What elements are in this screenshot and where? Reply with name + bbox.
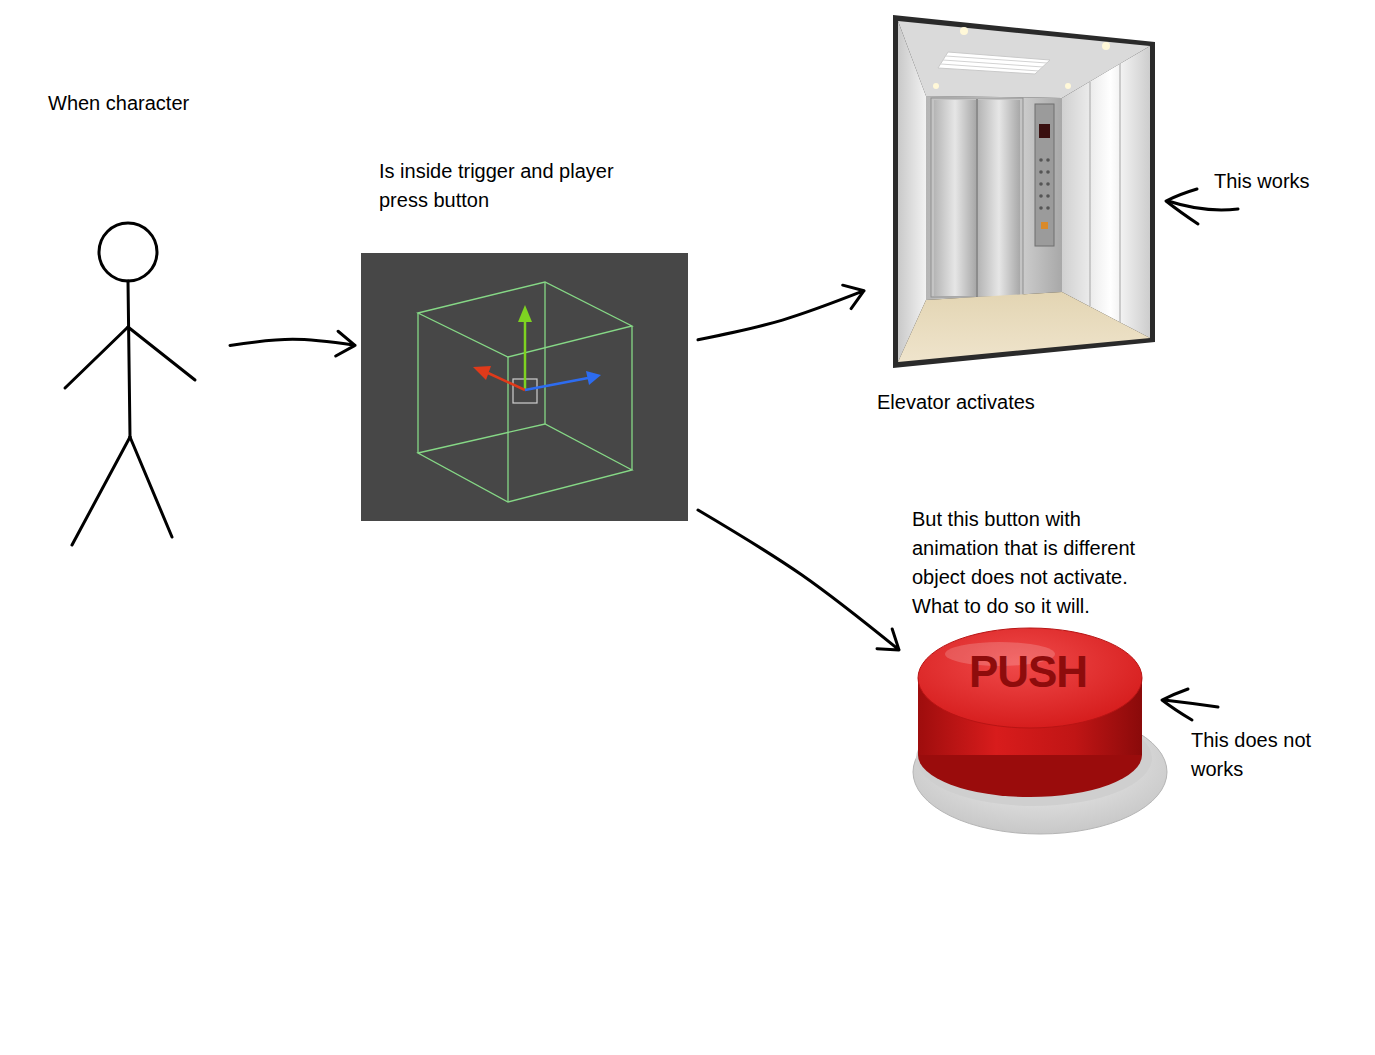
elevator-picture (1102, 42, 1110, 50)
elevator: Elevator activates (870, 10, 1164, 421)
leader-arrow (1166, 189, 1238, 224)
hand-drawn-arrow (698, 510, 899, 650)
elevator-picture (976, 99, 978, 297)
elevator-picture (1062, 46, 1150, 338)
heading-text: Is inside trigger and player press butto… (379, 157, 659, 215)
leader-arrow (1162, 689, 1218, 720)
elevator-picture (1065, 83, 1071, 89)
trigger-box (361, 253, 688, 521)
elevator-picture (1039, 170, 1043, 174)
elevator-picture (938, 52, 1050, 74)
stick-figure (130, 437, 172, 537)
trigger-box (473, 366, 491, 380)
trigger-box (418, 424, 632, 502)
character-figure: When character (40, 85, 224, 550)
trigger-box (361, 253, 688, 521)
stick-figure (128, 281, 130, 437)
leader-arrow (1166, 189, 1198, 224)
elevator-picture (1046, 170, 1050, 174)
elevator-picture (1039, 182, 1043, 186)
stick-figure (128, 327, 195, 380)
note-text: This works (1214, 167, 1364, 196)
caption-text: Elevator activates (877, 388, 1147, 417)
trigger-box (525, 378, 588, 390)
heading-text: But this button with animation that is d… (912, 505, 1164, 621)
elevator-picture (960, 27, 968, 35)
elevator-picture (1046, 158, 1050, 162)
elevator-picture (1046, 182, 1050, 186)
elevator-picture (1090, 64, 1120, 322)
elevator-picture (941, 56, 1047, 71)
elevator-picture (1039, 158, 1043, 162)
trigger-box (586, 371, 601, 385)
hand-drawn-arrow (230, 331, 355, 356)
elevator-picture (1035, 104, 1054, 246)
elevator-picture (1039, 194, 1043, 198)
trigger-box (524, 320, 527, 390)
elevator-picture (933, 83, 939, 89)
elevator-picture (1039, 124, 1050, 138)
trigger-box (518, 305, 532, 322)
trigger-box (418, 282, 632, 502)
hand-drawn-arrow (698, 285, 864, 340)
elevator-picture (893, 15, 1155, 368)
note-text: This does not works (1191, 726, 1331, 784)
leader-arrow (1162, 689, 1192, 720)
trigger-box (418, 282, 632, 502)
elevator-picture (898, 292, 1150, 362)
elevator-picture (1039, 206, 1043, 210)
heading-text: When character (48, 89, 218, 118)
trigger-zone: Is inside trigger and player press butto… (361, 155, 692, 521)
elevator-picture (1046, 194, 1050, 198)
elevator-picture (1039, 158, 1050, 210)
elevator-picture (893, 15, 1155, 368)
elevator-picture (978, 100, 1020, 296)
stick-figure (65, 327, 128, 388)
stick-figure (65, 223, 195, 545)
stick-figure (99, 223, 157, 281)
elevator-picture (1046, 206, 1050, 210)
trigger-box (488, 373, 525, 390)
push-button: But this button with animation that is d… (905, 505, 1179, 850)
elevator-picture (926, 96, 1062, 300)
elevator-picture (1041, 222, 1048, 229)
elevator-picture (931, 98, 1023, 297)
elevator-picture (934, 100, 976, 296)
button-label: PUSH (905, 648, 1151, 696)
stick-figure (72, 437, 130, 545)
